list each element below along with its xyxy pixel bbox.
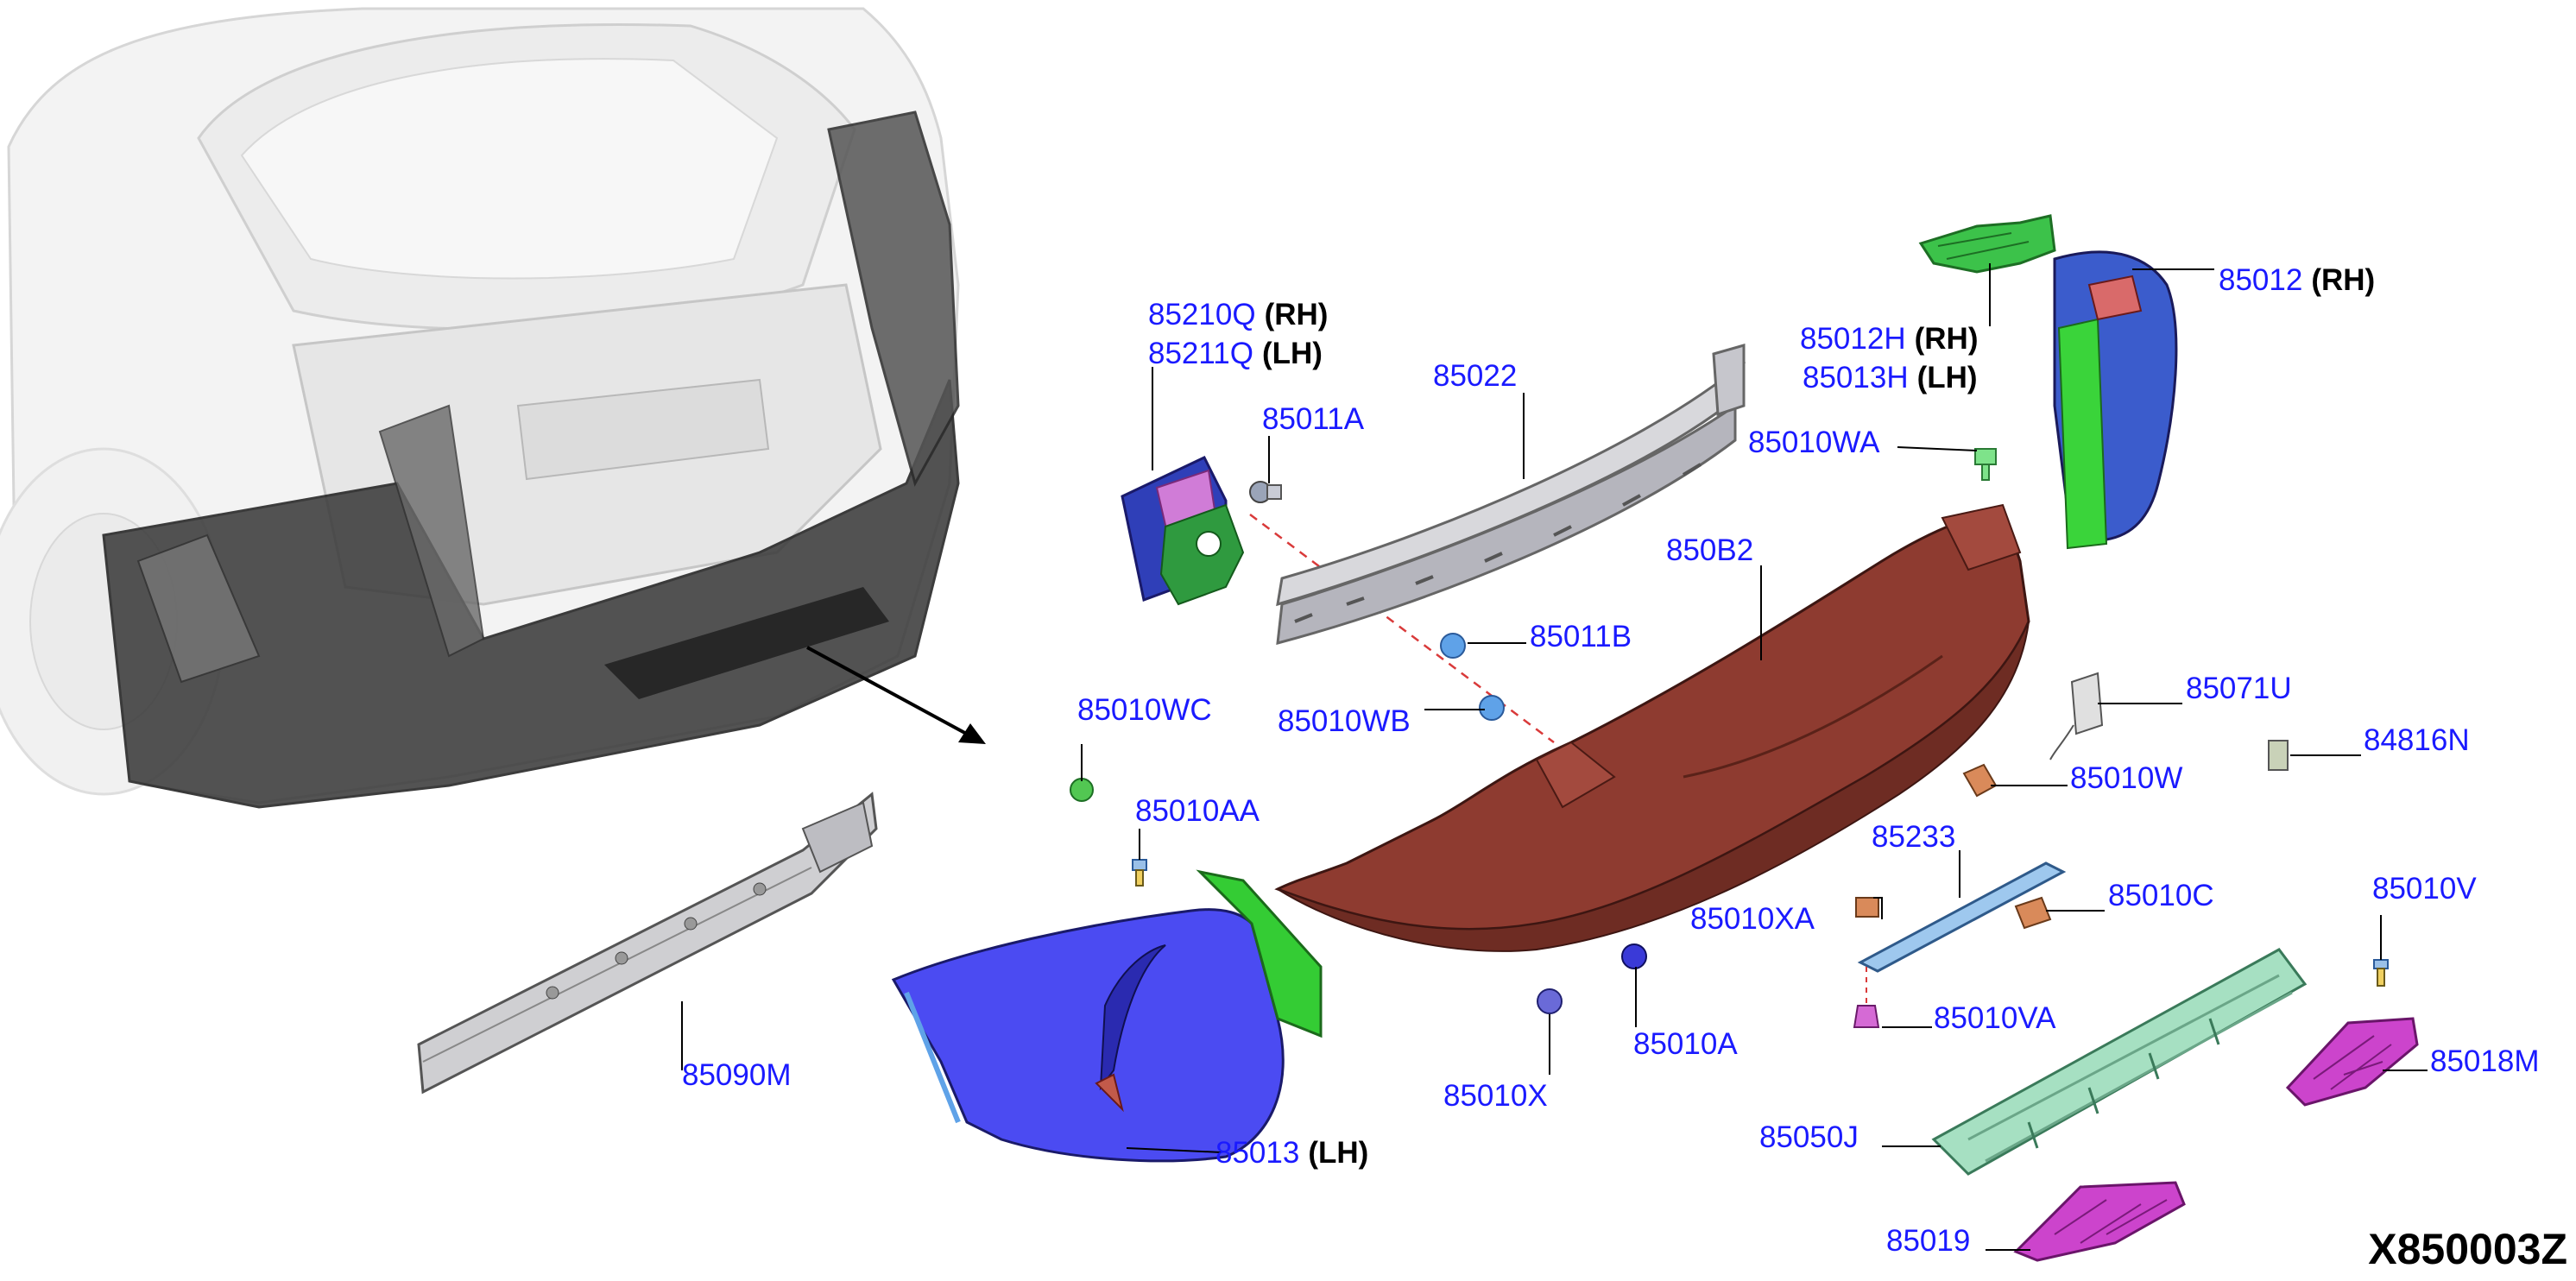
callout-85010C[interactable]: 85010C xyxy=(2108,880,2214,911)
side-indicator-85012: (RH) xyxy=(2311,263,2376,297)
callout-85010WB[interactable]: 85010WB xyxy=(1278,706,1411,736)
callout-850B2[interactable]: 850B2 xyxy=(1666,535,1753,565)
part-number-85233: 85233 xyxy=(1872,820,1956,854)
part-number-85010VA: 85010VA xyxy=(1934,1001,2056,1035)
callout-85010A[interactable]: 85010A xyxy=(1633,1029,1738,1059)
part-number-85010V: 85010V xyxy=(2372,872,2477,906)
callout-85010VA[interactable]: 85010VA xyxy=(1934,1003,2055,1033)
callout-85050J[interactable]: 85050J xyxy=(1759,1122,1859,1152)
part-number-85011A: 85011A xyxy=(1262,402,1365,436)
clip-85010X-part xyxy=(1537,988,1563,1014)
part-number-85010X: 85010X xyxy=(1443,1079,1548,1113)
callout-85010AA[interactable]: 85010AA xyxy=(1135,796,1260,826)
clip-85010AA-part xyxy=(1132,859,1147,887)
callout-85018M[interactable]: 85018M xyxy=(2430,1046,2539,1076)
part-number-84816N: 84816N xyxy=(2364,723,2470,757)
pointer-arrow-head xyxy=(958,723,986,744)
callout-85210Q[interactable]: 85210Q(RH) xyxy=(1148,300,1328,330)
clip-85010A-part xyxy=(1621,943,1647,969)
diagram-reference-code: X850003Z xyxy=(2368,1225,2567,1273)
clip-85010VA-part xyxy=(1853,967,1880,1028)
clip-85010V-part xyxy=(2373,959,2389,987)
side-indicator-85013H: (LH) xyxy=(1916,361,1978,394)
callout-85022[interactable]: 85022 xyxy=(1433,361,1517,391)
part-number-85010XA: 85010XA xyxy=(1690,902,1815,936)
part-number-85019: 85019 xyxy=(1886,1224,1971,1258)
part-number-85071U: 85071U xyxy=(2186,672,2292,705)
lower-frame-85050J-part xyxy=(1931,948,2308,1176)
callout-85010V[interactable]: 85010V xyxy=(2372,874,2477,904)
clip-85011A-part xyxy=(1249,481,1282,503)
callout-85011A[interactable]: 85011A xyxy=(1262,404,1364,434)
bumper-reinforcement-part xyxy=(1276,344,1746,646)
part-number-85010WC: 85010WC xyxy=(1077,693,1212,727)
part-number-85050J: 85050J xyxy=(1759,1120,1859,1154)
air-guide-85019-part xyxy=(2013,1181,2186,1262)
callout-85211Q[interactable]: 85211Q(LH) xyxy=(1148,338,1323,369)
air-guide-85018M-part xyxy=(2285,1017,2419,1107)
side-indicator-85211Q: (LH) xyxy=(1261,337,1323,370)
part-number-85012H: 85012H xyxy=(1800,322,1906,356)
part-84816N xyxy=(2268,740,2289,771)
side-indicator-85012H: (RH) xyxy=(1914,322,1979,356)
part-number-85022: 85022 xyxy=(1433,359,1518,393)
callout-85010XA[interactable]: 85010XA xyxy=(1690,904,1815,934)
side-indicator-85210Q: (RH) xyxy=(1264,298,1329,331)
callout-85090M[interactable]: 85090M xyxy=(682,1060,791,1090)
side-cover-85012-part xyxy=(2053,250,2178,550)
side-cover-85013-part xyxy=(891,869,1323,1163)
part-number-85090M: 85090M xyxy=(682,1058,792,1092)
part-number-85012: 85012 xyxy=(2219,263,2303,297)
callout-85013[interactable]: 85013(LH) xyxy=(1215,1138,1368,1168)
clip-85010WB-part xyxy=(1479,695,1505,721)
callout-85011B[interactable]: 85011B xyxy=(1530,622,1632,652)
callout-85012H[interactable]: 85012H(RH) xyxy=(1800,324,1978,354)
sensor-85071U-part xyxy=(2049,672,2104,760)
part-number-85013: 85013 xyxy=(1215,1136,1300,1170)
part-number-85018M: 85018M xyxy=(2430,1044,2540,1078)
part-number-85211Q: 85211Q xyxy=(1148,337,1253,370)
part-number-85010W: 85010W xyxy=(2070,761,2183,795)
callout-85010W[interactable]: 85010W xyxy=(2070,763,2182,793)
callout-85010WA[interactable]: 85010WA xyxy=(1748,427,1879,458)
vehicle-rear-ghost-view xyxy=(0,7,960,809)
callout-84816N[interactable]: 84816N xyxy=(2364,725,2470,755)
part-number-85010WB: 85010WB xyxy=(1278,704,1411,738)
side-bracket-85012H-part xyxy=(1918,214,2056,274)
callout-85013H[interactable]: 85013H(LH) xyxy=(1803,363,1978,393)
part-number-85010C: 85010C xyxy=(2108,879,2214,912)
side-indicator-85013: (LH) xyxy=(1308,1136,1369,1170)
callout-85010X[interactable]: 85010X xyxy=(1443,1081,1548,1111)
part-number-85210Q: 85210Q xyxy=(1148,298,1256,331)
leader-lines xyxy=(681,268,2428,1251)
callout-85019[interactable]: 85019 xyxy=(1886,1226,1970,1256)
part-number-85013H: 85013H xyxy=(1803,361,1909,394)
callout-85233[interactable]: 85233 xyxy=(1872,822,1955,852)
part-number-85010WA: 85010WA xyxy=(1748,426,1880,459)
callout-85010WC[interactable]: 85010WC xyxy=(1077,695,1212,725)
rear-bumper-fascia-part xyxy=(1274,503,2030,952)
clip-85010WA-part xyxy=(1974,448,1997,481)
part-number-85011B: 85011B xyxy=(1530,620,1632,653)
pointer-arrow-line xyxy=(806,646,972,738)
clip-85010XA-part xyxy=(1855,897,1879,918)
clip-85010C-part xyxy=(2014,896,2052,930)
reinforcement-85090M-part xyxy=(417,792,878,1095)
callout-85071U[interactable]: 85071U xyxy=(2186,673,2292,704)
clip-85010WC-part xyxy=(1070,778,1094,802)
part-number-85010AA: 85010AA xyxy=(1135,794,1260,828)
clip-85011B-part xyxy=(1440,633,1466,659)
bracket-85233-part xyxy=(1857,861,2067,973)
bumper-bracket-part xyxy=(1121,456,1245,606)
callout-85012[interactable]: 85012(RH) xyxy=(2219,265,2375,295)
clip-85010W-part xyxy=(1962,763,1998,798)
part-number-85010A: 85010A xyxy=(1633,1027,1738,1061)
part-number-850B2: 850B2 xyxy=(1666,533,1754,567)
